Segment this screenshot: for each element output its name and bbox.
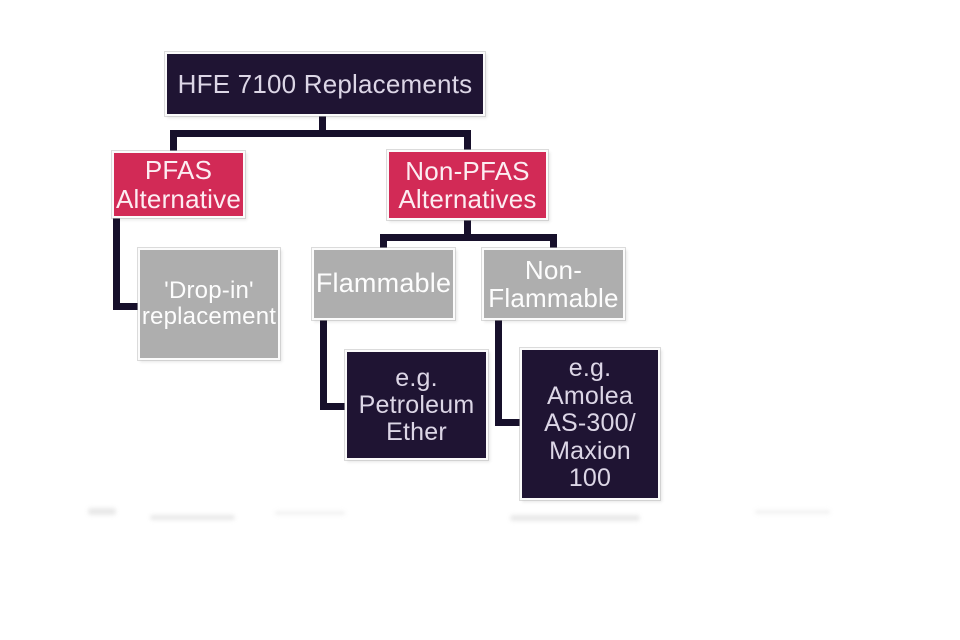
node-non-flammable: Non- Flammable bbox=[482, 248, 625, 320]
node-petroleum-ether: e.g. Petroleum Ether bbox=[345, 350, 488, 460]
connector-root-stub bbox=[319, 116, 326, 137]
artifact-smudge bbox=[150, 515, 235, 520]
artifact-smudge bbox=[275, 511, 345, 515]
node-amolea-as300-maxion-100: e.g. Amolea AS-300/ Maxion 100 bbox=[520, 348, 660, 500]
node-flammable: Flammable bbox=[312, 248, 455, 320]
connector-nonflammable-to-amolea-horizontal bbox=[495, 419, 522, 426]
connector-pfas-to-dropin-vertical bbox=[113, 218, 120, 310]
node-label: e.g. Amolea AS-300/ Maxion 100 bbox=[544, 354, 636, 493]
connector-root-horizontal-bar bbox=[170, 130, 471, 137]
node-label: Non- Flammable bbox=[488, 254, 619, 313]
node-label: HFE 7100 Replacements bbox=[177, 68, 473, 99]
node-pfas-alternative: PFAS Alternative bbox=[112, 151, 245, 218]
connector-root-to-nonpfas bbox=[464, 130, 471, 152]
artifact-smudge bbox=[88, 508, 116, 515]
node-non-pfas-alternatives: Non-PFAS Alternatives bbox=[387, 150, 548, 220]
artifact-smudge bbox=[755, 510, 830, 514]
connector-nonpfas-to-flammable bbox=[380, 234, 387, 250]
node-label: Flammable bbox=[315, 268, 452, 299]
node-label: Non-PFAS Alternatives bbox=[398, 155, 537, 214]
connector-flammable-to-petroleum-horizontal bbox=[320, 403, 347, 410]
connector-root-to-pfas bbox=[170, 130, 177, 153]
node-label: PFAS Alternative bbox=[115, 155, 242, 214]
node-hfe-7100-replacements: HFE 7100 Replacements bbox=[165, 52, 485, 116]
connector-nonpfas-stub bbox=[464, 220, 471, 240]
connector-pfas-to-dropin-horizontal bbox=[113, 303, 140, 310]
connector-nonflammable-to-amolea-vertical bbox=[495, 320, 502, 426]
node-label: 'Drop-in' replacement bbox=[141, 277, 277, 330]
node-drop-in-replacement: 'Drop-in' replacement bbox=[138, 248, 280, 360]
connector-nonpfas-to-nonflammable bbox=[550, 234, 557, 250]
artifact-smudge bbox=[510, 515, 640, 521]
connector-nonpfas-horizontal-bar bbox=[380, 234, 557, 241]
node-label: e.g. Petroleum Ether bbox=[358, 363, 475, 446]
connector-flammable-to-petroleum-vertical bbox=[320, 320, 327, 410]
